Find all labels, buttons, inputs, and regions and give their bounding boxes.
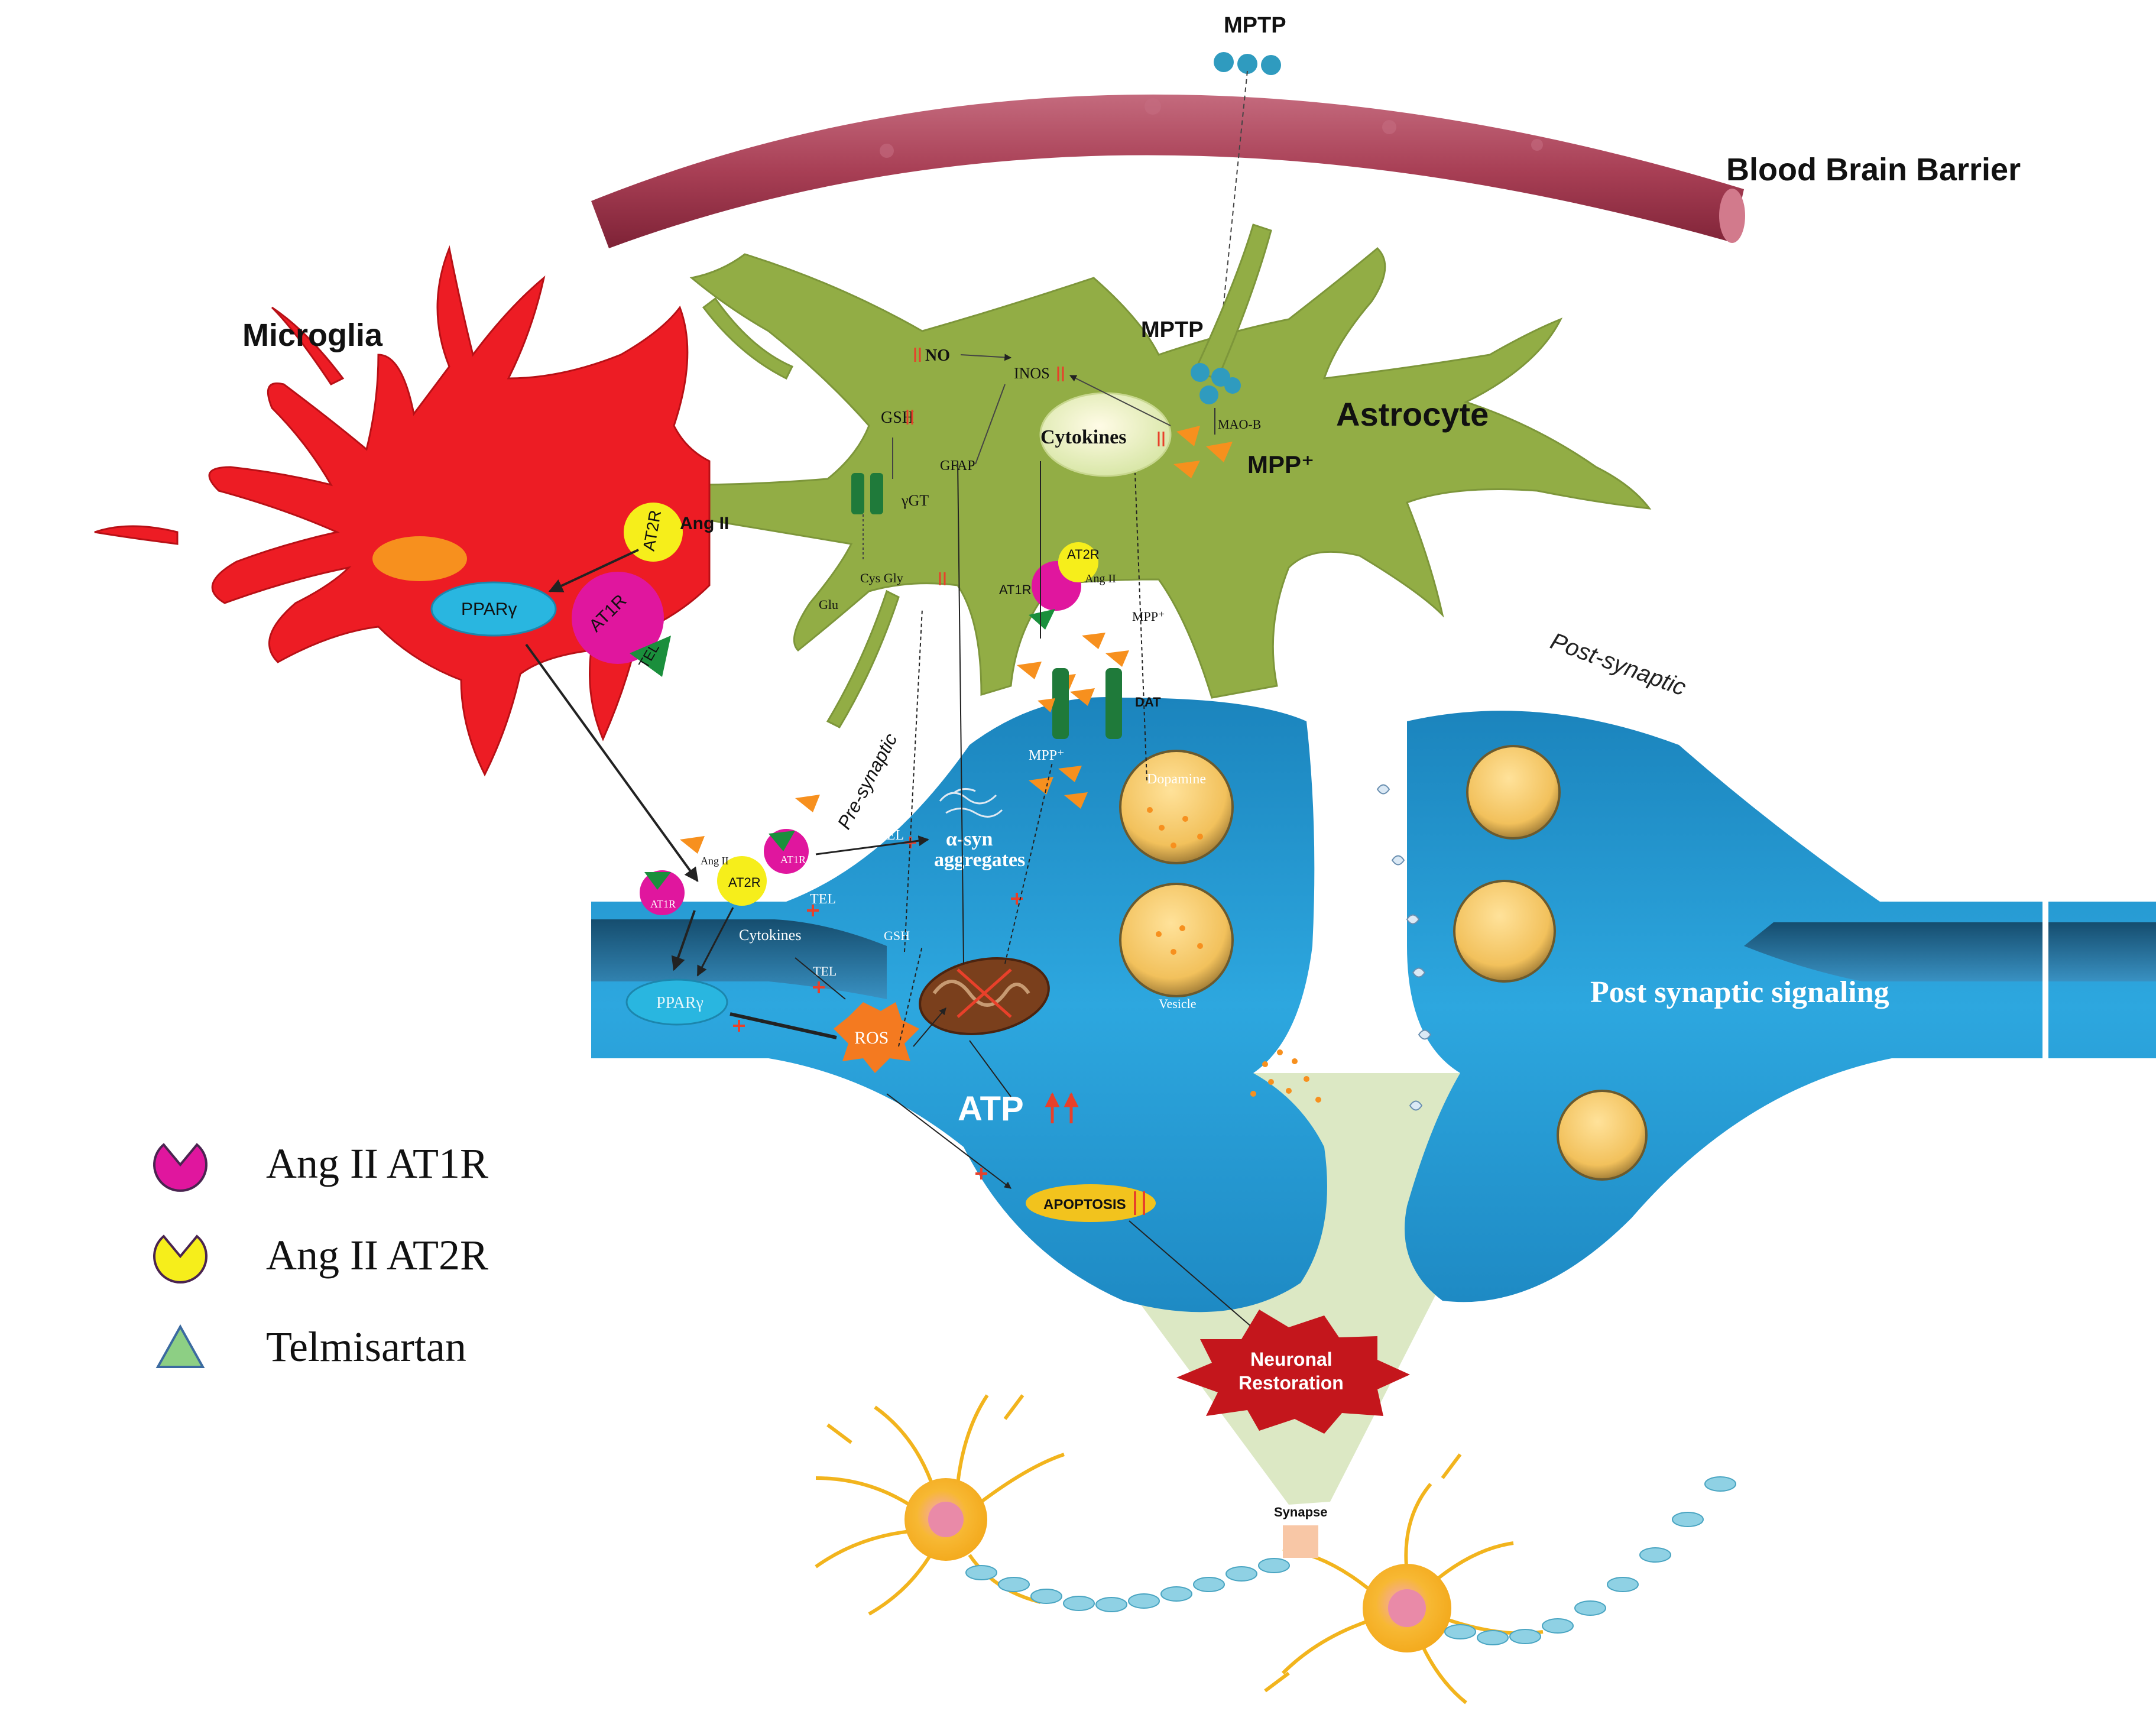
dat-label: DAT	[1135, 695, 1161, 709]
mpp-dat-molecules	[1038, 688, 1095, 712]
astro-pathway-lines	[863, 354, 1171, 562]
neuronal-label-2: Restoration	[1239, 1372, 1344, 1394]
post-synaptic-vesicles	[1453, 745, 1648, 1181]
at-receptors-microglia	[572, 503, 683, 677]
microglia-label: Microglia	[242, 317, 383, 353]
atp-up-arrows	[1045, 1092, 1079, 1123]
post-synaptic-receptors	[1376, 784, 1432, 1111]
neuronal-label-1: Neuronal	[1250, 1349, 1332, 1370]
ygt-transporter	[851, 473, 883, 514]
apoptosis-label: APOPTOSIS	[1043, 1197, 1126, 1213]
asyn-label-2: aggregates	[934, 849, 1025, 871]
vesicle-label: Vesicle	[1159, 996, 1197, 1011]
ang-ii-astro-label: Ang II	[1085, 572, 1116, 585]
at1r-pre2-label: AT1R	[650, 898, 676, 910]
apoptosis-badge	[1026, 1184, 1156, 1222]
mptp-astro-molecules	[1191, 363, 1241, 404]
astrocyte-cell	[683, 223, 1652, 728]
astrocyte-label: Astrocyte	[1336, 396, 1489, 433]
ppar-microglia-label: PPARγ	[461, 600, 517, 619]
ang-ii-micro-label: Ang II	[680, 514, 729, 533]
mao-b-label: MAO-B	[1218, 417, 1261, 432]
legend-icon-1	[153, 1143, 208, 1192]
cytokines-pre-label: Cytokines	[739, 926, 801, 944]
atp-label: ATP	[958, 1090, 1024, 1128]
legend-label-2: Ang II AT2R	[266, 1232, 488, 1279]
released-dopamine	[1250, 1049, 1321, 1103]
microglia-cell	[94, 245, 711, 777]
axon-myelin	[965, 1476, 1736, 1645]
post-synaptic-label: Post-synaptic	[1547, 628, 1690, 701]
ros-label: ROS	[854, 1028, 889, 1048]
at1r-astro-label: AT1R	[999, 582, 1032, 597]
neuron-pathway-lines	[696, 461, 1283, 1354]
ppar-microglia	[430, 581, 557, 637]
ang-ii-pre-label: Ang II	[701, 855, 729, 867]
legend-label-3: Telmisartan	[266, 1323, 466, 1370]
tel-label-1: TEL	[878, 828, 904, 843]
tel-label-3: TEL	[813, 964, 837, 978]
dopamine-vesicle-1	[1119, 750, 1234, 864]
microglia-nucleus	[372, 536, 467, 581]
no-label: NO	[925, 346, 950, 365]
inos-label: INOS	[1014, 365, 1050, 382]
synapse-marker	[1283, 1525, 1318, 1558]
mpp-astro-label: MPP⁺	[1247, 451, 1314, 478]
ppar-pre-label: PPARγ	[656, 994, 703, 1012]
ppar-pre	[625, 978, 728, 1026]
neuronal-restoration-burst	[1176, 1310, 1410, 1434]
legend: Ang II AT1R Ang II AT2R Telmisartan	[153, 1140, 488, 1370]
mptp-astro-label: MPTP	[1141, 317, 1204, 342]
tel-label-2: TEL	[810, 892, 836, 907]
ros-burst	[834, 1002, 919, 1073]
gsh-label: GSH	[881, 409, 914, 427]
mptp-top-molecules	[1214, 52, 1281, 75]
bbb-label: Blood Brain Barrier	[1726, 152, 2021, 187]
asyn-label-1: α-syn	[946, 828, 993, 850]
at-receptors-pre	[640, 829, 809, 915]
at2r-astro-label: AT2R	[1067, 547, 1100, 562]
dopamine-label: Dopamine	[1147, 772, 1206, 787]
astro-red-arrows	[906, 348, 1165, 585]
alpha-syn-aggregates	[939, 788, 1003, 818]
legend-icon-3	[155, 1324, 205, 1368]
apoptosis-down-arrows	[1134, 1191, 1145, 1215]
post-signaling-label: Post synaptic signaling	[1590, 976, 1889, 1009]
mpp-mid-label: MPP⁺	[1132, 609, 1165, 624]
blood-brain-barrier	[591, 94, 1745, 248]
ygt-label: γGT	[901, 492, 929, 509]
bottom-neuron-left	[815, 1394, 1065, 1616]
cys-gly-label: Cys Gly	[860, 571, 903, 585]
pre-synaptic-label: Pre-synaptic	[833, 730, 901, 832]
mpp-pre-molecules	[680, 766, 1088, 854]
at1r-pre-label: AT1R	[780, 854, 806, 866]
mptp-top-label: MPTP	[1224, 13, 1286, 38]
at-receptors-astro	[1029, 542, 1098, 630]
cytokines-astro-label: Cytokines	[1040, 426, 1126, 448]
legend-icon-2	[153, 1234, 208, 1284]
glu-label: Glu	[819, 597, 838, 612]
dat-transporter	[1052, 668, 1122, 739]
mitochondria	[919, 957, 1050, 1035]
mpp-pre-label: MPP⁺	[1029, 748, 1065, 763]
dopamine-vesicle-2	[1119, 883, 1234, 997]
legend-label-1: Ang II AT1R	[266, 1140, 488, 1187]
at2r-pre-label: AT2R	[728, 875, 761, 890]
synapse-label: Synapse	[1274, 1505, 1328, 1519]
mpp-astro-molecules	[1173, 426, 1233, 478]
